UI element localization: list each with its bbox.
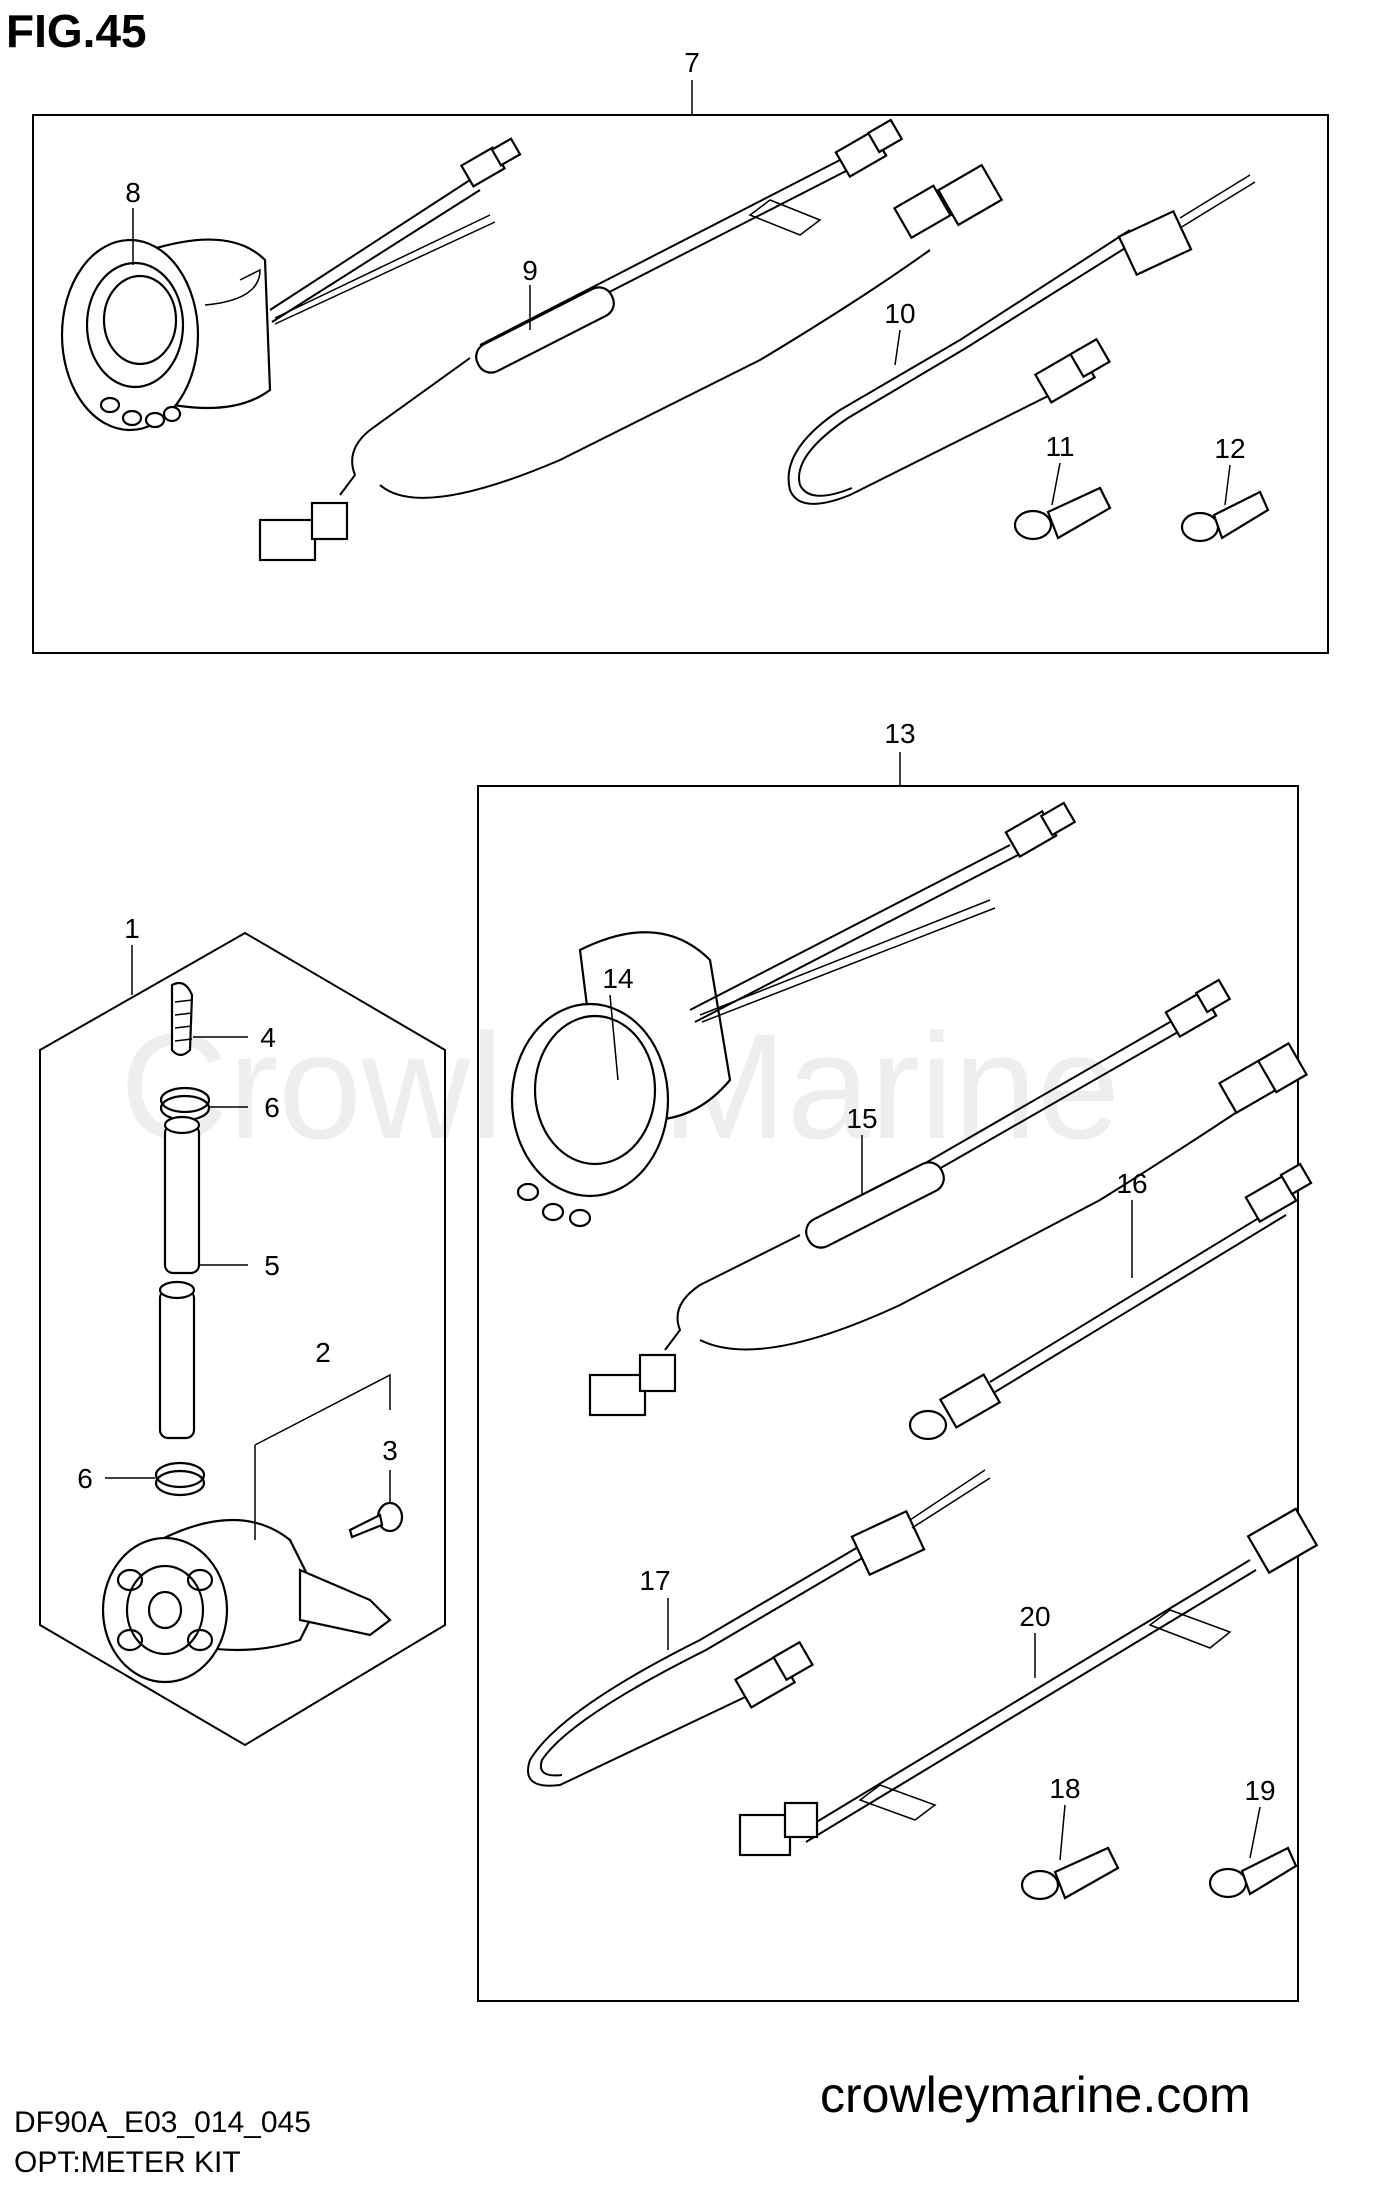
gauge-8[interactable] bbox=[60, 137, 522, 432]
harness-9[interactable] bbox=[258, 118, 1004, 562]
callout-14: 14 bbox=[602, 963, 633, 994]
cable-16[interactable] bbox=[908, 1162, 1313, 1441]
callout-10: 10 bbox=[884, 298, 915, 329]
kit-1-frame bbox=[39, 931, 446, 1747]
callout-3: 3 bbox=[382, 1435, 398, 1466]
callout-9: 9 bbox=[522, 255, 538, 286]
cap-11[interactable] bbox=[1013, 486, 1112, 541]
callout-16: 16 bbox=[1116, 1168, 1147, 1199]
clamp-6-bottom[interactable] bbox=[154, 1461, 206, 1497]
callout-18: 18 bbox=[1049, 1773, 1080, 1804]
kit-13-frame bbox=[477, 752, 1299, 2002]
cable-17[interactable] bbox=[527, 1469, 991, 1787]
spring-4[interactable] bbox=[170, 981, 194, 1057]
plug-12[interactable] bbox=[1180, 490, 1270, 543]
kit-7-frame bbox=[32, 80, 1329, 654]
plug-19[interactable] bbox=[1208, 1846, 1298, 1899]
harness-15[interactable] bbox=[588, 978, 1309, 1417]
screw-3[interactable] bbox=[348, 1501, 404, 1539]
leader-lines bbox=[105, 208, 1261, 1861]
pickup-2[interactable] bbox=[101, 1373, 392, 1684]
callout-2: 2 bbox=[315, 1337, 331, 1368]
callout-1: 1 bbox=[124, 913, 140, 944]
callout-numbers: 7 8 9 10 11 12 13 14 15 16 17 20 18 19 1… bbox=[77, 47, 1275, 1806]
cable-20[interactable] bbox=[738, 1507, 1319, 1857]
figure-title: FIG.45 bbox=[6, 5, 147, 57]
callout-11: 11 bbox=[1045, 431, 1074, 462]
callout-19: 19 bbox=[1244, 1775, 1275, 1806]
hose-5[interactable] bbox=[158, 1115, 201, 1440]
callout-5: 5 bbox=[264, 1250, 280, 1281]
diagram-code: DF90A_E03_014_045 bbox=[14, 2106, 311, 2139]
clamp-6-top[interactable] bbox=[159, 1086, 211, 1122]
callout-20: 20 bbox=[1019, 1601, 1050, 1632]
diagram-subtitle: OPT:METER KIT bbox=[14, 2146, 241, 2179]
cable-10[interactable] bbox=[787, 174, 1256, 505]
callout-12: 12 bbox=[1214, 433, 1245, 464]
callout-6-top: 6 bbox=[264, 1092, 280, 1123]
callout-17: 17 bbox=[639, 1565, 670, 1596]
callout-7: 7 bbox=[684, 47, 700, 78]
callout-8: 8 bbox=[125, 177, 141, 208]
gauge-14[interactable] bbox=[510, 801, 1077, 1228]
site-url[interactable]: crowleymarine.com bbox=[820, 2067, 1251, 2123]
callout-13: 13 bbox=[884, 718, 915, 749]
callout-15: 15 bbox=[846, 1103, 877, 1134]
callout-4: 4 bbox=[260, 1022, 276, 1053]
callout-6-bottom: 6 bbox=[77, 1463, 93, 1494]
cap-18[interactable] bbox=[1020, 1846, 1120, 1901]
